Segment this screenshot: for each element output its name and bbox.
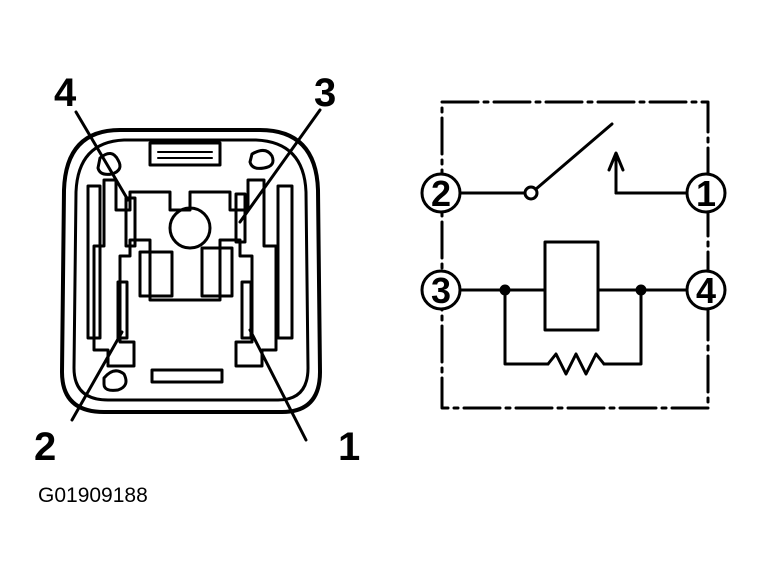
terminal-circle-4 [685,269,727,311]
pin-label-3: 3 [314,71,336,115]
terminal-label-4: 4 [696,270,716,311]
pin-label-4: 4 [54,71,77,115]
center-cavity-left [138,250,174,298]
connector-housing-outer [60,128,322,414]
terminal-label-3: 3 [431,270,451,311]
leader-line-2 [70,330,124,422]
left-rail [86,184,102,340]
terminal-blade-2 [116,280,129,340]
center-cavity-right [200,246,234,298]
leader-line-4 [74,110,130,202]
pin-label-2: 2 [34,425,56,469]
schematic-boundary [440,100,710,410]
terminal-blade-3 [234,192,247,244]
terminal-circle-2 [420,172,462,214]
terminal-blade-1 [240,280,253,340]
right-rail [276,184,294,340]
leader-line-1 [248,328,308,442]
corner-boss-bottom-left [102,369,128,392]
terminal-circle-1 [685,172,727,214]
terminal-circle-3 [420,269,462,311]
terminal-blade-4 [124,196,137,248]
bottom-bar [150,368,224,384]
resistor-branch-wire-right [602,288,643,366]
connector-housing-inner [72,138,310,402]
switch-blade [534,122,614,191]
corner-boss-top-left [96,152,122,176]
relay-schematic [420,100,727,410]
center-socket [168,206,212,250]
corner-boss-top-right [248,149,275,170]
resistor-branch-wire [503,288,550,366]
leader-line-3 [238,108,322,224]
relay-coil [543,240,600,332]
switch-contact-arrow [607,151,625,172]
terminal-label-1: 1 [696,173,716,214]
terminal-label-2: 2 [431,173,451,214]
relay-connector-view [60,108,322,442]
figure-code: G01909188 [38,484,148,507]
top-latch-tab [148,141,222,167]
cavity-wall [92,178,278,368]
pin-label-1: 1 [338,425,360,469]
resistor-zigzag [546,352,606,376]
switch-pivot [523,185,539,201]
